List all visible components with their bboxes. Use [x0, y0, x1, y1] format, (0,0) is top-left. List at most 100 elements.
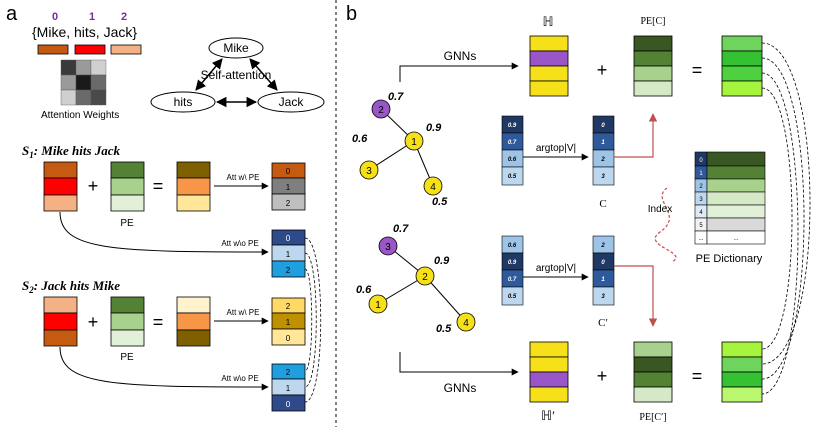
top-gnn-label: GNNs: [444, 49, 477, 63]
node-mike-label: Mike: [223, 41, 249, 55]
s1-equals: =: [153, 176, 164, 196]
top-argtop-label: argtop|V|: [536, 143, 576, 154]
svg-text:0.7: 0.7: [508, 277, 517, 283]
top-node-4: [423, 176, 443, 196]
s2-att-without-arrow: [59, 346, 269, 391]
s2-pe-label: PE: [120, 352, 134, 363]
top-equals: =: [692, 60, 703, 80]
bottom-output-col: [592, 235, 615, 306]
bottom-pe-stack: [633, 341, 673, 403]
b-dashed-connectors: [761, 42, 811, 395]
panel-b-label: b: [346, 3, 357, 25]
bottom-weight-3: 0.5: [436, 323, 452, 335]
s2-pe-stack: [110, 296, 145, 347]
svg-text:0.5: 0.5: [508, 294, 517, 300]
svg-text:0.6: 0.6: [508, 157, 517, 163]
svg-text:3: 3: [699, 197, 703, 203]
edge-mike-hits: [195, 58, 223, 91]
top-H-label: ℍ: [542, 14, 553, 29]
top-weight-0: 0.7: [388, 91, 404, 103]
s1-title: S1: Mike hits Jack: [22, 143, 121, 160]
svg-text:1: 1: [601, 140, 605, 146]
bottom-graph: 3 2 1 4 0.7 0.9 0.6 0.5: [356, 223, 476, 335]
s2-out-without-1: 1: [286, 384, 291, 393]
s2-out-without-0: 2: [286, 368, 291, 377]
s2-att-without-label: Att w\o PE: [221, 374, 258, 383]
top-weight-1: 0.6: [352, 133, 368, 145]
s2-out-without-2: 0: [286, 400, 291, 409]
svg-text:0: 0: [699, 158, 703, 164]
top-result-stack: [721, 35, 763, 97]
index-0: 0: [52, 11, 58, 23]
svg-text:0.5: 0.5: [508, 174, 517, 180]
s1-att-with-label: Att w\ PE: [227, 173, 260, 182]
top-input-col: [501, 115, 524, 186]
svg-text:3: 3: [366, 166, 372, 177]
svg-text:3: 3: [601, 294, 605, 300]
panel-b: b GNNs ℍ + PE[C] =: [346, 3, 811, 423]
s1-att-without-label: Att w\o PE: [221, 239, 258, 248]
s1-out-with: [271, 162, 306, 211]
bottom-node-3: [378, 236, 398, 256]
pe-dictionary: [694, 151, 766, 245]
s1-sum-stack: [176, 161, 211, 212]
attention-caption: Attention Weights: [41, 110, 119, 121]
token-hits: [74, 44, 106, 55]
bottom-node-4: [456, 312, 476, 332]
svg-text:2: 2: [699, 184, 703, 190]
s2-out-with-0: 2: [286, 302, 291, 311]
svg-text:0.9: 0.9: [508, 260, 517, 266]
index-2: 2: [121, 11, 127, 23]
svg-text:4: 4: [699, 210, 703, 216]
s1-out-without-0: 0: [286, 234, 291, 243]
top-weight-3: 0.5: [432, 196, 448, 208]
s1-pe-stack: [110, 161, 145, 212]
node-hits: [150, 91, 216, 113]
s2-title: S2: Jack hits Mike: [22, 278, 120, 295]
bottom-c-label: C′: [598, 317, 608, 329]
token-mike: [37, 44, 69, 55]
svg-text:...: ...: [733, 236, 738, 242]
s2-sum-stack: [176, 296, 211, 347]
top-pe-stack: [633, 35, 673, 97]
node-jack: [257, 91, 325, 113]
s2-plus: +: [88, 312, 99, 332]
node-jack-label: Jack: [279, 95, 305, 109]
svg-text:1: 1: [699, 171, 703, 177]
svg-text:0.6: 0.6: [508, 243, 517, 249]
bottom-gnn-label: GNNs: [444, 381, 477, 395]
node-hits-label: hits: [174, 95, 193, 109]
index-arrows: [614, 113, 677, 327]
svg-text:5: 5: [699, 223, 703, 229]
top-node-3: [359, 160, 379, 180]
s1-out-without: [271, 229, 306, 278]
top-c-label: C: [599, 198, 606, 210]
top-node-1: [404, 131, 424, 151]
s2-out-with: [271, 297, 306, 346]
token-jack: [110, 44, 142, 55]
top-plus: +: [597, 60, 608, 80]
svg-text:2: 2: [600, 157, 605, 163]
s1-att-without-arrow: [59, 211, 269, 256]
edge-mike-jack: [249, 58, 278, 91]
node-mike: [208, 37, 264, 59]
top-node-2: [371, 99, 391, 119]
s1-out-without-2: 2: [286, 266, 291, 275]
bottom-pe-label: PE[C′]: [639, 412, 666, 423]
bottom-H-stack: [529, 341, 569, 403]
svg-text:0.9: 0.9: [508, 123, 517, 129]
a-dashed-connectors: [304, 237, 322, 403]
panel-a-label: a: [6, 3, 18, 25]
bottom-weight-2: 0.6: [356, 284, 372, 296]
svg-text:2: 2: [422, 272, 428, 283]
self-attention-label: Self-attention: [201, 68, 272, 82]
svg-text:4: 4: [430, 182, 436, 193]
svg-text:0: 0: [601, 260, 605, 266]
sentence-set: {Mike, hits, Jack}: [32, 24, 137, 40]
index-1: 1: [89, 11, 95, 23]
s2-out-with-2: 0: [286, 334, 291, 343]
svg-text:1: 1: [601, 277, 605, 283]
s1-out-with-2: 2: [286, 199, 291, 208]
s1-out-with-0: 0: [286, 167, 291, 176]
index-label: Index: [648, 204, 672, 215]
